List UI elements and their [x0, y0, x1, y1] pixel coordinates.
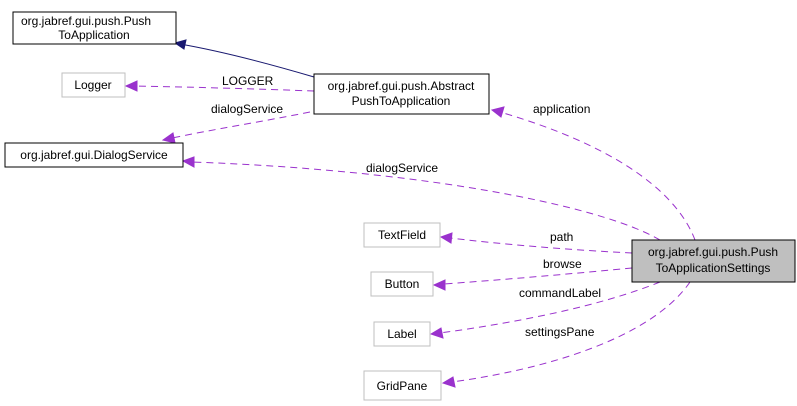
dialog-service-edge-settings [191, 161, 661, 241]
edge-label-command-label: commandLabel [519, 286, 601, 300]
dialog-service-arrowhead-settings [181, 156, 195, 168]
edge-label-logger: LOGGER [222, 74, 274, 88]
settings-pane-arrowhead [441, 376, 456, 388]
dialog-service-edge-abstract [171, 111, 311, 139]
nodes: org.jabref.gui.push.Push ToApplication L… [4, 11, 796, 401]
node-push-to-application-line1: org.jabref.gui.push.Push [21, 14, 151, 28]
node-logger[interactable]: Logger [61, 72, 126, 98]
node-grid-pane[interactable]: GridPane [363, 370, 442, 401]
node-push-to-application-line2: ToApplication [58, 28, 129, 42]
node-text-field[interactable]: TextField [363, 222, 441, 248]
edge-label-dialog-service-settings: dialogService [366, 161, 438, 175]
node-abstract-push-to-application[interactable]: org.jabref.gui.push.Abstract PushToAppli… [313, 73, 490, 115]
browse-edge [442, 267, 633, 285]
node-grid-pane-label: GridPane [377, 379, 428, 393]
node-button[interactable]: Button [370, 271, 434, 297]
node-label-label: Label [387, 327, 416, 341]
inheritance-arrowhead [173, 39, 187, 50]
node-button-label: Button [385, 277, 420, 291]
inheritance-edge [179, 43, 315, 78]
edges: LOGGER dialogService application dialogS… [124, 39, 696, 388]
application-arrowhead [490, 106, 505, 118]
logger-edge [133, 85, 315, 92]
browse-arrowhead [432, 279, 446, 291]
application-edge [499, 111, 696, 241]
node-push-to-application[interactable]: org.jabref.gui.push.Push ToApplication [12, 11, 177, 45]
node-settings-line2: ToApplicationSettings [656, 261, 771, 275]
node-abstract-line1: org.jabref.gui.push.Abstract [328, 79, 475, 93]
edge-label-dialog-service-abstract: dialogService [211, 102, 283, 116]
command-label-arrowhead [429, 327, 444, 339]
node-push-to-application-settings[interactable]: org.jabref.gui.push.Push ToApplicationSe… [631, 239, 796, 283]
path-edge [449, 237, 633, 254]
command-label-edge [439, 281, 661, 334]
logger-arrowhead [124, 80, 138, 92]
node-dialog-service-label: org.jabref.gui.DialogService [20, 148, 168, 162]
edge-label-path: path [550, 230, 573, 244]
dialog-service-arrowhead-abstract [161, 132, 176, 144]
settings-pane-edge [451, 281, 691, 383]
node-abstract-line2: PushToApplication [352, 94, 451, 108]
node-dialog-service[interactable]: org.jabref.gui.DialogService [4, 142, 184, 168]
node-label[interactable]: Label [373, 321, 431, 347]
node-logger-label: Logger [74, 78, 111, 92]
node-text-field-label: TextField [378, 228, 426, 242]
edge-label-settings-pane: settingsPane [525, 325, 595, 339]
node-settings-line1: org.jabref.gui.push.Push [648, 245, 778, 259]
edge-label-browse: browse [543, 257, 582, 271]
edge-label-application: application [533, 102, 590, 116]
path-arrowhead [439, 232, 453, 244]
